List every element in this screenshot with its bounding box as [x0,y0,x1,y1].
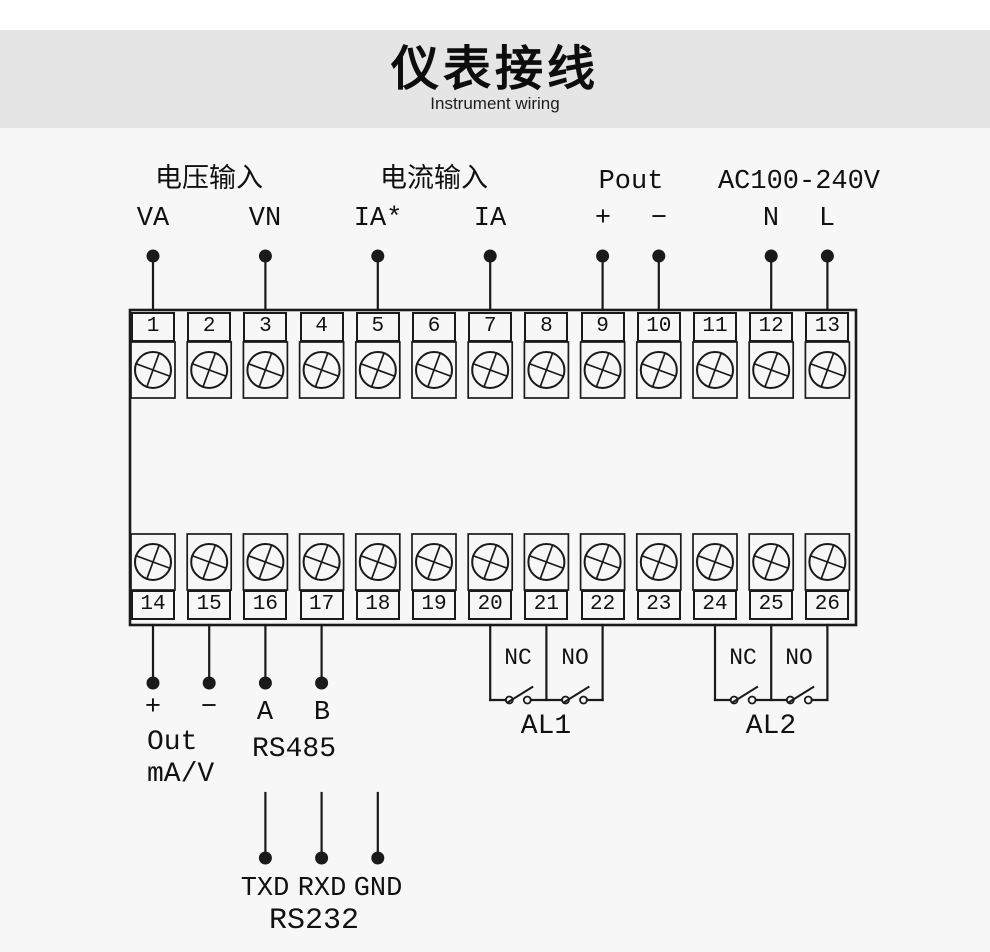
terminal-cell-26: 26 [805,590,850,620]
pin-label-out-plus: + [144,693,162,723]
label-rs485: RS485 [251,734,337,765]
terminal-cell-20: 20 [468,590,513,620]
label-voltage-input: 电压输入 [155,163,263,194]
alarm-relay-al1 [489,623,604,705]
terminal-block-outline [128,308,858,627]
label-pout: Pout [598,167,664,197]
label-al1: AL1 [520,711,572,742]
pin-label-pout-minus: − [650,204,668,234]
screw-terminal-bottom-21 [523,533,570,591]
terminal-cell-17: 17 [299,590,344,620]
content-background [0,128,990,952]
terminal-cell-11: 11 [693,312,737,342]
label-txd: TXD [240,874,290,904]
screw-terminal-top-12 [748,341,795,399]
terminal-cell-6: 6 [412,312,456,342]
label-al2-no: NO [785,645,813,671]
page-title: 仪表接线 [390,40,599,97]
pin-label-rs485-b: B [313,698,331,728]
label-al2: AL2 [745,711,797,742]
pin-label-ia-star: IA* [353,204,403,234]
screw-terminal-top-6 [411,341,457,399]
screw-terminal-bottom-20 [467,533,514,591]
terminal-cell-3: 3 [243,312,288,342]
screw-terminal-top-10 [635,341,682,399]
label-al1-no: NO [561,645,589,671]
screw-terminal-bottom-19 [411,533,457,591]
terminal-cell-16: 16 [243,590,288,620]
terminal-cell-10: 10 [636,312,681,342]
pin-label-va: VA [136,204,170,234]
screw-terminal-bottom-26 [804,533,851,591]
screw-terminal-top-9 [579,341,626,399]
screw-terminal-top-8 [523,341,570,399]
label-out: Out [147,727,198,758]
screw-terminal-bottom-16 [242,533,289,591]
pin-label-live: L [818,204,836,234]
terminal-cell-18: 18 [355,590,400,620]
pin-label-neutral: N [762,204,780,234]
terminal-cell-4: 4 [299,312,344,342]
label-current-input: 电流输入 [380,163,488,194]
terminal-cell-24: 24 [693,590,737,620]
header-band: 仪表接线 Instrument wiring [0,30,990,128]
alarm-relay-al2 [713,623,829,705]
terminal-cell-5: 5 [355,312,400,342]
rs232-wires [258,791,385,865]
label-al1-nc: NC [504,645,532,671]
terminal-cell-23: 23 [636,590,681,620]
label-gnd: GND [353,874,403,904]
screw-terminal-top-7 [467,341,514,399]
page-subtitle: Instrument wiring [430,94,560,114]
terminal-cell-9: 9 [580,312,625,342]
screw-terminal-bottom-23 [635,533,682,591]
screw-terminal-top-2 [186,341,233,399]
label-rs232: RS232 [268,904,360,938]
pin-label-vn: VN [248,204,282,234]
terminal-cell-2: 2 [187,312,232,342]
screw-terminal-top-5 [354,341,401,399]
terminal-cell-19: 19 [412,590,456,620]
terminal-cell-1: 1 [131,312,175,342]
screw-terminal-top-11 [692,341,738,399]
terminal-cell-25: 25 [749,590,794,620]
screw-terminal-top-4 [298,341,345,399]
analog-output-rs485-wires [146,623,329,690]
screw-terminal-top-1 [130,341,176,399]
terminal-cell-13: 13 [805,312,850,342]
terminal-cell-22: 22 [580,590,625,620]
label-ac-power: AC100-240V [717,167,881,197]
top-input-wires [146,249,834,312]
pin-label-pout-plus: + [594,204,612,234]
terminal-cell-21: 21 [524,590,569,620]
screw-terminal-top-13 [804,341,851,399]
terminal-cell-12: 12 [749,312,794,342]
screw-terminal-bottom-15 [186,533,233,591]
screw-terminal-bottom-25 [748,533,795,591]
screw-terminal-bottom-22 [579,533,626,591]
terminal-cell-14: 14 [131,590,175,620]
screw-terminal-bottom-18 [354,533,401,591]
terminal-cell-8: 8 [524,312,569,342]
pin-label-out-minus: − [200,693,218,723]
terminal-cell-15: 15 [187,590,232,620]
screw-terminal-bottom-14 [130,533,176,591]
label-ma-v: mA/V [147,759,215,790]
label-al2-nc: NC [729,645,757,671]
screw-terminal-bottom-17 [298,533,345,591]
pin-label-ia: IA [473,204,507,234]
screw-terminal-bottom-24 [692,533,738,591]
pin-label-rs485-a: A [256,698,274,728]
screw-terminal-top-3 [242,341,289,399]
label-rxd: RXD [297,874,347,904]
terminal-cell-7: 7 [468,312,513,342]
